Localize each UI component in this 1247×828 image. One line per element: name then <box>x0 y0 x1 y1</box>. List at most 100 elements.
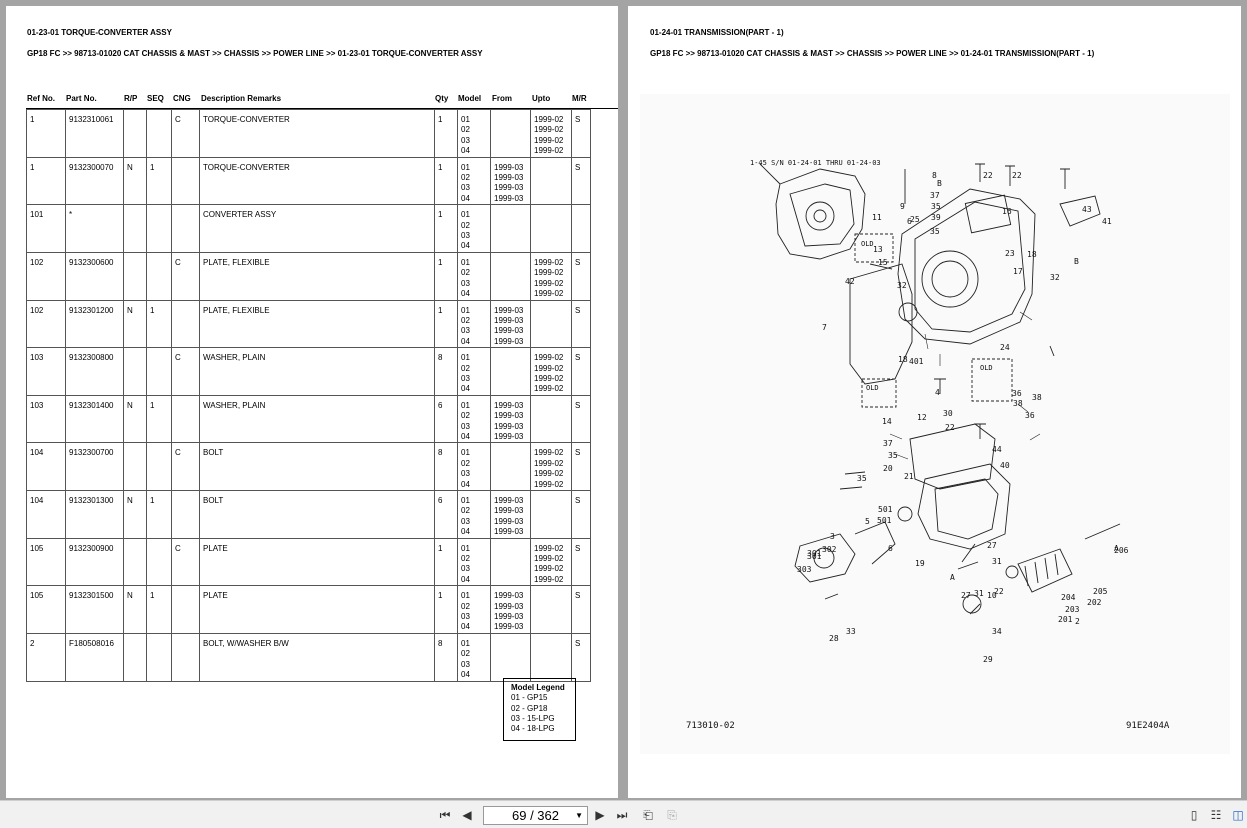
cell-rp <box>123 251 147 301</box>
converter-hub <box>805 201 835 231</box>
back-view-icon[interactable]: ⎗ <box>643 807 653 822</box>
callout-number: 202 <box>1087 598 1102 607</box>
right-page: 01-24-01 TRANSMISSION(PART - 1) GP18 FC … <box>628 6 1241 798</box>
cell-rp <box>123 347 147 396</box>
cell-ref: 104 <box>26 490 66 539</box>
cell-model: 01 02 03 04 <box>457 156 491 206</box>
cell-from <box>490 632 531 682</box>
header-divider <box>26 108 618 109</box>
cell-cng: C <box>171 442 200 491</box>
old-tag-14: OLD <box>866 384 879 392</box>
leader-1-45 <box>759 163 781 185</box>
chevron-down-icon: ▼ <box>575 811 583 820</box>
callout-number: 16 <box>1002 207 1012 216</box>
cell-mr: S <box>571 394 591 444</box>
drawing-code-left: 713010-02 <box>686 721 735 731</box>
cell-upto <box>530 156 572 206</box>
callout-number: 31 <box>974 589 984 598</box>
single-page-view-icon[interactable]: ▯ <box>1190 808 1198 822</box>
cell-cng <box>171 299 200 349</box>
cell-mr: S <box>571 537 591 587</box>
torque-converter-housing <box>775 168 866 260</box>
output-flange <box>794 533 856 583</box>
cell-upto: 1999-02 1999-02 1999-02 1999-02 <box>530 251 572 301</box>
next-page-icon[interactable]: ▶ <box>595 808 605 822</box>
cell-rp: N <box>123 299 147 349</box>
forward-view-icon[interactable]: ⎘ <box>667 807 677 822</box>
legend-item: 04 - 18-LPG <box>511 724 555 734</box>
first-page-icon[interactable]: ⏮ <box>439 807 451 822</box>
cell-mr: S <box>571 299 591 349</box>
cell-seq: 1 <box>146 299 172 349</box>
cell-qty: 6 <box>434 490 458 539</box>
callout-number: 18 <box>1027 250 1037 259</box>
cell-model: 01 02 03 04 <box>457 299 491 349</box>
callout-number: 40 <box>1000 461 1010 470</box>
callout-number: 20 <box>883 464 893 473</box>
bolts-501 <box>839 471 866 490</box>
output-shaft <box>854 521 896 565</box>
model-legend: Model Legend 01 - GP15 02 - GP18 03 - 15… <box>503 678 576 741</box>
cell-ref: 102 <box>26 299 66 349</box>
last-page-icon[interactable]: ⏭ <box>616 807 628 822</box>
callout-number: 38 <box>1013 399 1023 408</box>
cell-cng: C <box>171 347 200 396</box>
cell-model: 01 02 03 04 <box>457 442 491 491</box>
callout-number: 21 <box>904 472 914 481</box>
cell-upto: 1999-02 1999-02 1999-02 1999-02 <box>530 109 572 158</box>
old-box-14 <box>861 378 897 408</box>
cell-from <box>490 347 531 396</box>
plug-36-38 <box>1049 345 1055 357</box>
cell-seq: 1 <box>146 585 172 634</box>
cell-desc: WASHER, PLAIN <box>199 394 435 444</box>
cell-upto <box>530 299 572 349</box>
cell-part: 9132300070 <box>65 156 124 206</box>
callout-number: 303 <box>797 565 812 574</box>
cell-mr: S <box>571 156 591 206</box>
cell-part: 9132301400 <box>65 394 124 444</box>
cell-model: 01 02 03 04 <box>457 632 491 682</box>
callout-number: 27 <box>961 591 971 600</box>
page-number-select[interactable]: 69 / 362 ▼ <box>483 806 588 825</box>
callout-number: 37 <box>883 439 893 448</box>
callout-number: 301 <box>807 549 822 558</box>
cell-ref: 105 <box>26 537 66 587</box>
callout-number: 42 <box>845 277 855 286</box>
cell-mr: S <box>571 109 591 158</box>
cell-upto: 1999-02 1999-02 1999-02 1999-02 <box>530 537 572 587</box>
continuous-view-icon[interactable]: ☷ <box>1210 808 1222 822</box>
col-header-model: Model <box>458 94 482 103</box>
cell-from: 1999-03 1999-03 1999-03 1999-03 <box>490 585 531 634</box>
cell-qty: 1 <box>434 537 458 587</box>
gasket-plate <box>849 263 913 385</box>
cell-model: 01 02 03 04 <box>457 251 491 301</box>
callout-number: 401 <box>909 357 924 366</box>
callout-number: 34 <box>992 627 1002 636</box>
prev-page-icon[interactable]: ◀ <box>462 808 472 822</box>
two-page-view-icon[interactable]: ◫ <box>1232 808 1244 822</box>
callout-number: 204 <box>1061 593 1076 602</box>
cell-cng <box>171 156 200 206</box>
callout-number: 302 <box>822 545 837 554</box>
callout-number: 201 <box>1058 615 1073 624</box>
col-header-ref: Ref No. <box>27 94 55 103</box>
callout-number: 35 <box>857 474 867 483</box>
callout-number: 35 <box>930 227 940 236</box>
cell-from: 1999-03 1999-03 1999-03 1999-03 <box>490 490 531 539</box>
cell-seq: 1 <box>146 156 172 206</box>
bolt-44 <box>974 423 986 439</box>
cell-mr: S <box>571 251 591 301</box>
col-header-upto: Upto <box>532 94 551 103</box>
callout-number: 22 <box>994 587 1004 596</box>
cell-desc: PLATE, FLEXIBLE <box>199 299 435 349</box>
callout-number: 36 <box>1025 411 1035 420</box>
col-header-rp: R/P <box>124 94 138 103</box>
callout-number: 32 <box>1050 273 1060 282</box>
cell-model: 01 02 03 04 <box>457 204 491 253</box>
callout-number: B <box>1074 257 1079 266</box>
cell-desc: TORQUE-CONVERTER <box>199 109 435 158</box>
cell-from: 1999-03 1999-03 1999-03 1999-03 <box>490 156 531 206</box>
